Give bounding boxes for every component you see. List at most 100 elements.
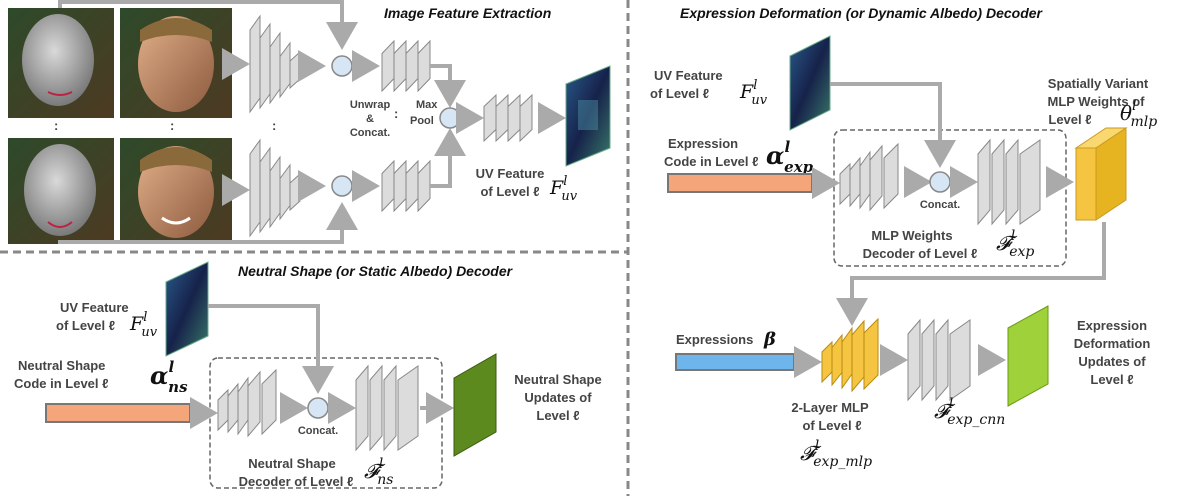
layer-slab: [393, 39, 407, 93]
neutral-uv-level-label: of Level ℓ: [56, 318, 115, 333]
layer-slab: [269, 155, 281, 229]
layer-slab: [839, 162, 851, 206]
concat-node-top: [331, 55, 353, 77]
input-mesh-top: [8, 8, 114, 118]
neutral-concat-label: Concat.: [298, 425, 338, 437]
layer-slab: [381, 159, 395, 213]
ellipsis-features: :: [394, 106, 398, 121]
layer-slab: [355, 364, 369, 452]
mlp-weights-decoder-label: MLP Weights: [871, 228, 952, 243]
expr-updates-level-label: Level ℓ: [1090, 372, 1133, 387]
layer-slab: [247, 370, 261, 438]
layer-slab: [417, 159, 431, 213]
input-mesh-bottom: [8, 138, 114, 244]
layer-slab: [841, 326, 853, 390]
unwrap-label: Unwrap: [350, 99, 391, 111]
two-layer-mlp: [821, 317, 879, 393]
unwrap-amp-label: &: [366, 113, 374, 125]
layer-slab: [859, 150, 871, 210]
uv-level-label: of Level ℓ: [480, 184, 539, 199]
layer-slab: [991, 138, 1005, 226]
layer-slab: [821, 340, 833, 384]
expression-uv-feature-label: UV Feature: [654, 68, 723, 83]
maxpool-pool-label: Pool: [410, 115, 434, 127]
layer-slab: [949, 319, 971, 401]
layer-slab: [227, 382, 239, 434]
expression-code-label: Expression: [668, 136, 738, 151]
layer-slab: [831, 333, 843, 387]
neutral-updates-level-label: Level ℓ: [536, 408, 579, 423]
expression-code-layers: [839, 142, 899, 212]
layer-slab: [869, 144, 883, 212]
expressions-bar: [675, 353, 795, 371]
layer-slab: [289, 172, 301, 212]
expression-uv-feature-map: [789, 35, 831, 131]
feature-maps-top: [381, 39, 431, 93]
neutral-code-layers: [217, 368, 277, 438]
layer-slab: [483, 93, 497, 143]
mlp-weights-decoder-layers: [977, 138, 1041, 226]
panel-title-image-feature: Image Feature Extraction: [384, 5, 551, 21]
unwrap-concat-label: Concat.: [350, 127, 390, 139]
expression-code-level-label: Code in Level ℓ: [664, 154, 759, 169]
ellipsis-photo: :: [170, 118, 174, 133]
layer-slab: [977, 138, 991, 226]
layer-slab: [249, 14, 261, 114]
expr-updates-label: Expression: [1077, 318, 1147, 333]
weights-label: Spatially Variant: [1048, 76, 1149, 91]
layer-slab: [849, 156, 861, 208]
cnn-encoder-bottom: [249, 138, 301, 238]
layer-slab: [921, 318, 935, 402]
layer-slab: [259, 22, 271, 110]
layer-slab: [405, 159, 419, 213]
layer-slab: [519, 93, 533, 143]
layer-slab: [393, 159, 407, 213]
layer-slab: [417, 39, 431, 93]
layer-slab: [369, 364, 383, 452]
neutral-decoder-level-label: Decoder of Level ℓ: [239, 474, 354, 489]
neutral-concat-node: [307, 397, 329, 419]
neutral-uv-feature-label: UV Feature: [60, 300, 129, 315]
neutral-shape-update-map: [453, 353, 497, 457]
layer-slab: [935, 318, 949, 402]
maxpool-node: [439, 107, 461, 129]
input-photo-top: [120, 8, 232, 118]
expr-updates-of-label: Updates of: [1078, 354, 1146, 369]
layer-slab: [397, 365, 419, 451]
layer-slab: [249, 138, 261, 238]
panel-title-neutral: Neutral Shape (or Static Albedo) Decoder: [238, 263, 514, 279]
neutral-code-label: Neutral Shape: [18, 358, 105, 373]
neutral-shape-code-bar: [45, 403, 191, 423]
layer-slab: [217, 388, 229, 432]
layer-slab: [495, 93, 509, 143]
layer-slab: [259, 146, 271, 234]
layer-slab: [383, 364, 397, 452]
expression-deformation-update-map: [1007, 305, 1049, 407]
expression-uv-level-label: of Level ℓ: [650, 86, 709, 101]
layer-slab: [883, 142, 899, 210]
fusion-layers: [483, 93, 533, 143]
layer-slab: [289, 50, 301, 90]
expressions-label: Expressions: [676, 332, 753, 347]
neutral-updates-of-label: Updates of: [524, 390, 592, 405]
uv-feature-label: UV Feature: [476, 166, 545, 181]
expressions-symbol: β: [763, 329, 776, 350]
neutral-uv-feature-map: [165, 261, 209, 357]
neutral-decoder-layers: [355, 364, 419, 452]
input-photo-bottom: [120, 138, 232, 244]
mlp-weights-decoder-level-label: Decoder of Level ℓ: [863, 246, 978, 261]
layer-slab: [279, 163, 291, 221]
layer-slab: [279, 41, 291, 99]
mlp2-label: 2-Layer MLP: [791, 400, 869, 415]
ellipsis-mesh: :: [54, 118, 58, 133]
